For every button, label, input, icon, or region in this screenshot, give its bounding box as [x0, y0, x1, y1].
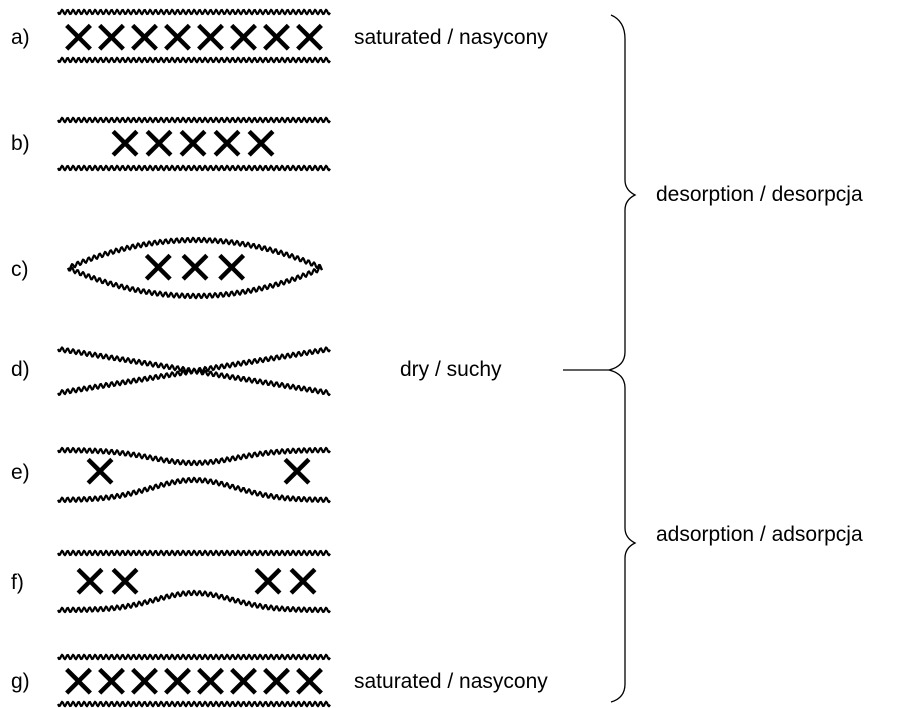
pore-wall-bottom [57, 346, 331, 396]
pore-rows: ✕✕✕✕✕✕✕✕✕✕✕✕✕✕✕✕✕✕✕✕✕✕✕✕✕✕✕✕✕✕ [57, 8, 331, 708]
water-cross: ✕ [92, 11, 131, 65]
water-cross: ✕ [208, 117, 247, 171]
row-label-f: f) [11, 571, 24, 594]
row-label-g: g) [11, 670, 30, 693]
row-label-a: a) [11, 26, 30, 49]
pore-e: ✕✕ [57, 445, 331, 504]
water-cross: ✕ [106, 555, 145, 609]
water-cross: ✕ [242, 117, 281, 171]
saturated-label-bottom: saturated / nasycony [354, 670, 548, 693]
pore-wall-bottom [57, 700, 331, 708]
water-cross: ✕ [249, 555, 288, 609]
pore-wall-bottom [57, 476, 331, 504]
water-cross: ✕ [71, 555, 110, 609]
water-cross: ✕ [278, 445, 317, 499]
water-cross: ✕ [158, 655, 197, 708]
water-cross: ✕ [59, 11, 98, 65]
pore-f: ✕✕✕✕ [57, 549, 331, 614]
water-cross: ✕ [191, 655, 230, 708]
water-cross: ✕ [191, 11, 230, 65]
water-cross: ✕ [125, 655, 164, 708]
water-cross: ✕ [125, 11, 164, 65]
row-label-c: c) [11, 258, 29, 281]
pore-b: ✕✕✕✕✕ [57, 116, 331, 172]
water-cross: ✕ [140, 117, 179, 171]
pore-g: ✕✕✕✕✕✕✕✕ [57, 653, 331, 708]
saturated-label-top: saturated / nasycony [354, 26, 548, 49]
pore-wall-top [57, 116, 331, 124]
water-cross: ✕ [224, 11, 263, 65]
water-cross: ✕ [290, 655, 329, 708]
water-cross: ✕ [59, 655, 98, 708]
row-label-d: d) [11, 358, 30, 381]
water-cross: ✕ [81, 445, 120, 499]
water-cross: ✕ [174, 117, 213, 171]
pore-wall-bottom [57, 164, 331, 172]
pore-wall-top [67, 236, 324, 271]
water-cross: ✕ [106, 117, 145, 171]
water-cross: ✕ [212, 241, 251, 295]
water-cross: ✕ [176, 241, 215, 295]
desorption-label: desorption / desorpcja [656, 183, 863, 206]
curly-brace [608, 14, 637, 703]
water-cross: ✕ [290, 11, 329, 65]
row-label-b: b) [11, 132, 30, 155]
water-cross: ✕ [92, 655, 131, 708]
row-label-e: e) [11, 461, 30, 484]
water-cross: ✕ [257, 11, 296, 65]
process-brace [563, 14, 637, 703]
pore-wall-bottom [57, 56, 331, 64]
pore-wall-top [57, 446, 331, 467]
water-cross: ✕ [257, 655, 296, 708]
water-cross: ✕ [158, 11, 197, 65]
adsorption-label: adsorption / adsorpcja [656, 523, 863, 546]
pore-wall-bottom [66, 265, 323, 300]
dry-label: dry / suchy [400, 358, 502, 381]
pore-c: ✕✕✕ [66, 236, 324, 300]
water-cross: ✕ [139, 241, 178, 295]
pore-d [57, 346, 331, 397]
pore-wall-top [57, 549, 331, 557]
water-cross: ✕ [224, 655, 263, 708]
pore-wall-top [57, 653, 331, 661]
water-cross: ✕ [284, 555, 323, 609]
pore-wall-bottom [57, 589, 331, 614]
pore-wall-top [57, 8, 331, 16]
pore-a: ✕✕✕✕✕✕✕✕ [57, 8, 331, 65]
